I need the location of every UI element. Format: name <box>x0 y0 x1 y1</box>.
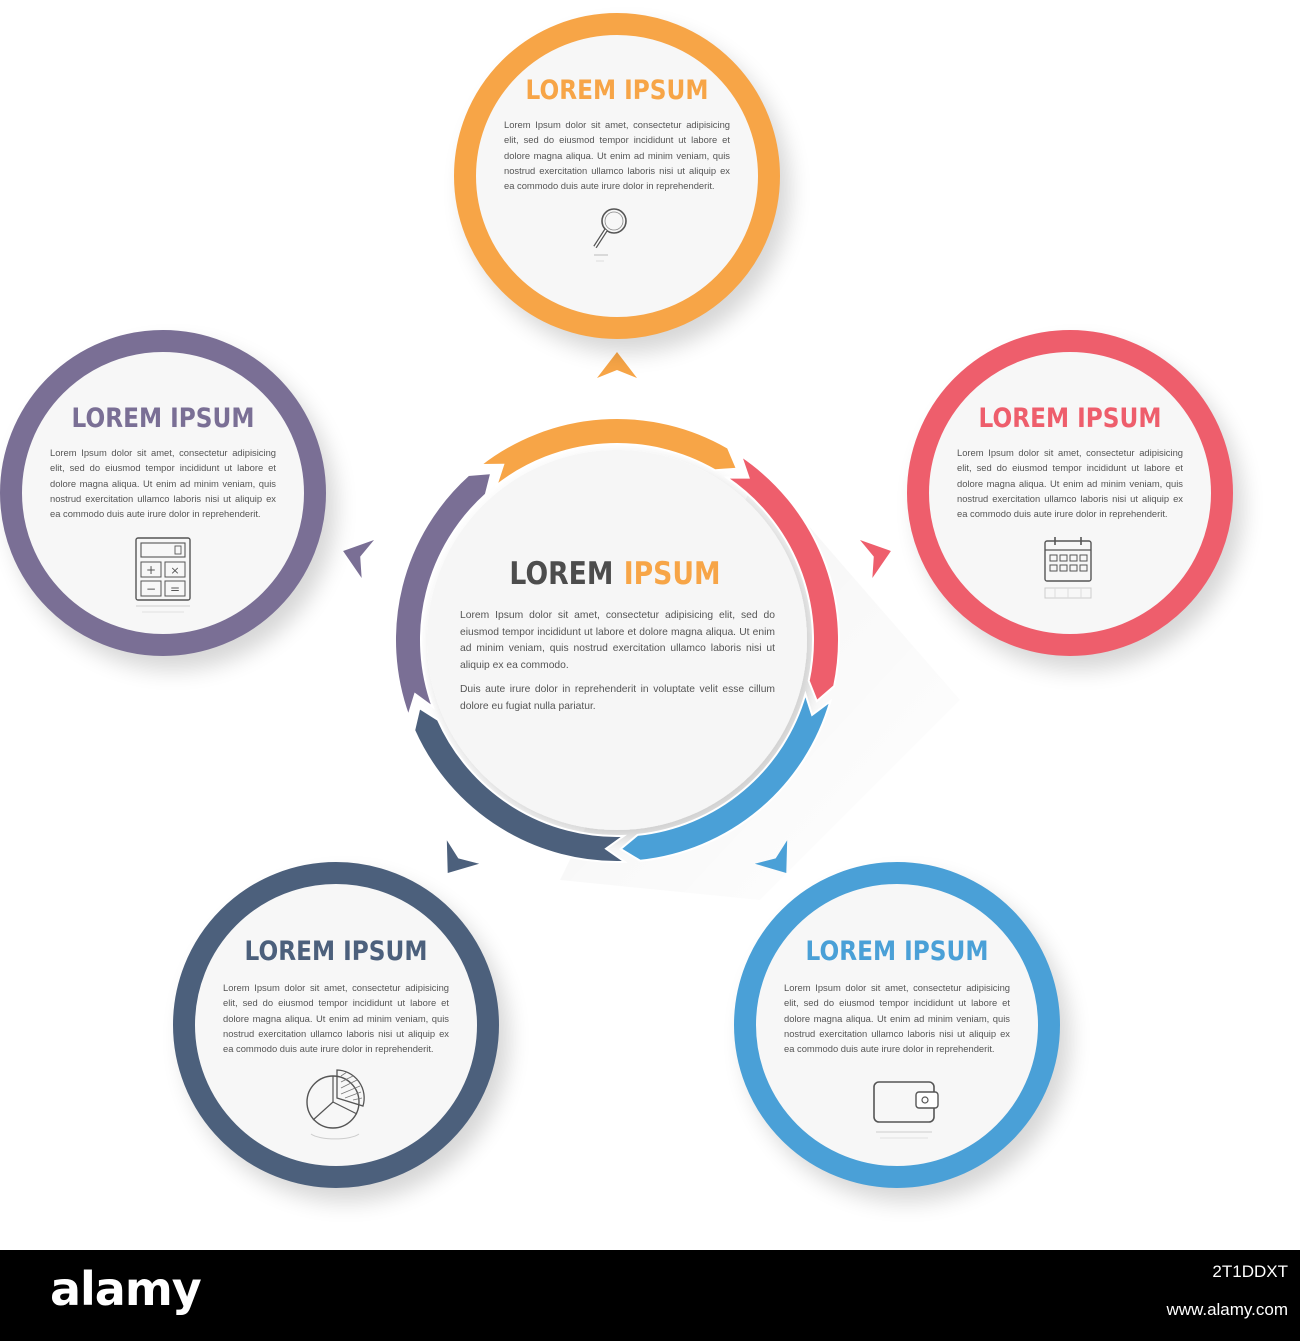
svg-text:=: = <box>170 582 180 596</box>
stock-image-id: 2T1DDXT <box>1212 1262 1288 1281</box>
step-text: Lorem Ipsum dolor sit amet, consectetur … <box>784 982 1010 1055</box>
center-paragraph-1: Lorem Ipsum dolor sit amet, consectetur … <box>460 610 775 671</box>
arc-segment-blue <box>618 690 833 862</box>
pointer-arrow-bottom-left <box>446 840 480 873</box>
center-title-part1: LOREM <box>509 556 614 592</box>
pointer-arrow-left <box>343 540 375 579</box>
step-title: LOREM IPSUM <box>244 936 428 967</box>
step-node-top-content: LOREM IPSUM Lorem Ipsum dolor sit amet, … <box>454 13 780 339</box>
center-paragraph-2: Duis aute irure dolor in reprehenderit i… <box>460 684 775 712</box>
arc-segment-purple <box>394 471 493 720</box>
pointer-arrow-top <box>597 352 637 378</box>
step-title: LOREM IPSUM <box>71 403 255 434</box>
step-node-right-content: LOREM IPSUM Lorem Ipsum dolor sit amet, … <box>907 330 1233 656</box>
magnifier-icon <box>593 208 627 262</box>
center-disc <box>427 450 807 830</box>
center-title-part2: IPSUM <box>623 556 721 592</box>
step-text: Lorem Ipsum dolor sit amet, consectetur … <box>223 982 449 1055</box>
arc-segment-red <box>723 453 840 703</box>
step-text: Lorem Ipsum dolor sit amet, consectetur … <box>50 447 276 520</box>
step-text: Lorem Ipsum dolor sit amet, consectetur … <box>504 119 730 192</box>
calculator-icon: + × − = <box>135 537 191 613</box>
step-title: LOREM IPSUM <box>805 936 989 967</box>
step-title: LOREM IPSUM <box>525 75 709 106</box>
arc-segment-orange <box>477 417 739 489</box>
svg-text:−: − <box>146 582 156 596</box>
step-node-bottom-left-content: LOREM IPSUM Lorem Ipsum dolor sit amet, … <box>173 862 499 1188</box>
step-title: LOREM IPSUM <box>978 403 1162 434</box>
center-cycle-ring <box>343 352 960 900</box>
pointer-arrow-right <box>859 540 891 579</box>
stock-url: www.alamy.com <box>1166 1300 1288 1319</box>
svg-text:×: × <box>170 564 179 577</box>
step-node-bottom-right-content: LOREM IPSUM Lorem Ipsum dolor sit amet, … <box>734 862 1060 1188</box>
stock-footer-bar <box>0 1250 1300 1341</box>
arc-segment-navy <box>413 706 628 863</box>
stock-logo: alamy <box>50 1262 202 1316</box>
svg-text:+: + <box>146 563 156 577</box>
pie-chart-icon <box>306 1069 365 1140</box>
step-text: Lorem Ipsum dolor sit amet, consectetur … <box>957 447 1183 520</box>
step-node-left-content: LOREM IPSUM Lorem Ipsum dolor sit amet, … <box>0 330 326 656</box>
calendar-icon <box>1044 537 1092 599</box>
wallet-icon <box>873 1081 939 1139</box>
pointer-arrow-bottom-right <box>754 840 788 873</box>
